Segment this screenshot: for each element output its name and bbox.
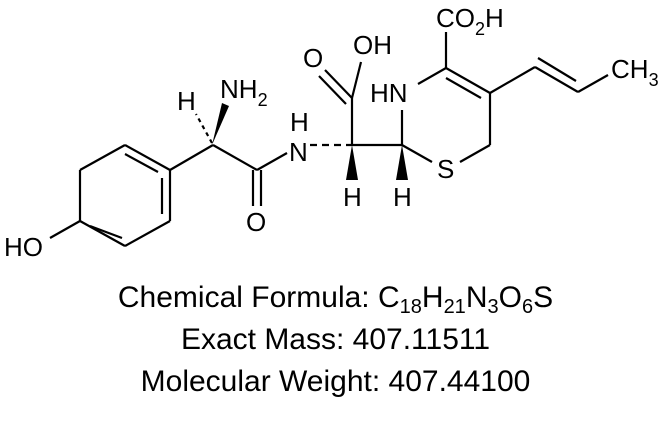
ring-hn-label: HN (370, 78, 408, 108)
mw-value: 407.44100 (388, 365, 531, 398)
formula-element: H (421, 281, 444, 314)
amide-oxygen-label: O (246, 207, 266, 237)
formula-count: 3 (487, 296, 499, 318)
wedge-bond-nh2 (212, 103, 229, 145)
ring-sulfur-label: S (437, 154, 454, 184)
chemical-formula: Chemical Formula: C18H21N3O6S (0, 280, 671, 317)
methyl-label: CH3 (611, 54, 659, 90)
mw-label: Molecular Weight: (140, 365, 389, 398)
acid-oxygen-label: O (303, 43, 323, 73)
formula-value: C18H21N3O6S (377, 281, 554, 317)
amide-h-label: H (290, 107, 309, 137)
exact-mass-label: Exact Mass: (180, 323, 353, 356)
carboxyl-label: CO2H (436, 3, 504, 39)
amine-label: NH2 (220, 74, 268, 110)
hash-bond-h (195, 113, 213, 144)
formula-count: 6 (521, 296, 534, 318)
formula-element: S (533, 281, 554, 314)
hydroxyl-label: HO (4, 232, 43, 262)
formula-label: Chemical Formula: (117, 281, 378, 314)
c3-h-label: H (393, 182, 412, 212)
exact-mass: Exact Mass: 407.11511 (0, 322, 671, 358)
formula-count: 18 (399, 296, 422, 318)
chemical-structure: HO H NH2 O N H H O OH H HN S CO2H (4, 3, 659, 262)
formula-element: N (465, 281, 488, 314)
formula-element: C (377, 281, 400, 314)
molecular-weight: Molecular Weight: 407.44100 (0, 364, 671, 400)
formula-element: O (498, 281, 522, 314)
exact-mass-value: 407.11511 (352, 323, 491, 356)
c2-h-label: H (343, 182, 362, 212)
acid-oh-label: OH (353, 30, 392, 60)
ho-bond (49, 220, 81, 239)
alpha-h-label: H (177, 86, 196, 116)
benzene-ring (78, 144, 172, 247)
amide-n-label: N (289, 137, 308, 167)
formula-count: 21 (443, 296, 466, 318)
